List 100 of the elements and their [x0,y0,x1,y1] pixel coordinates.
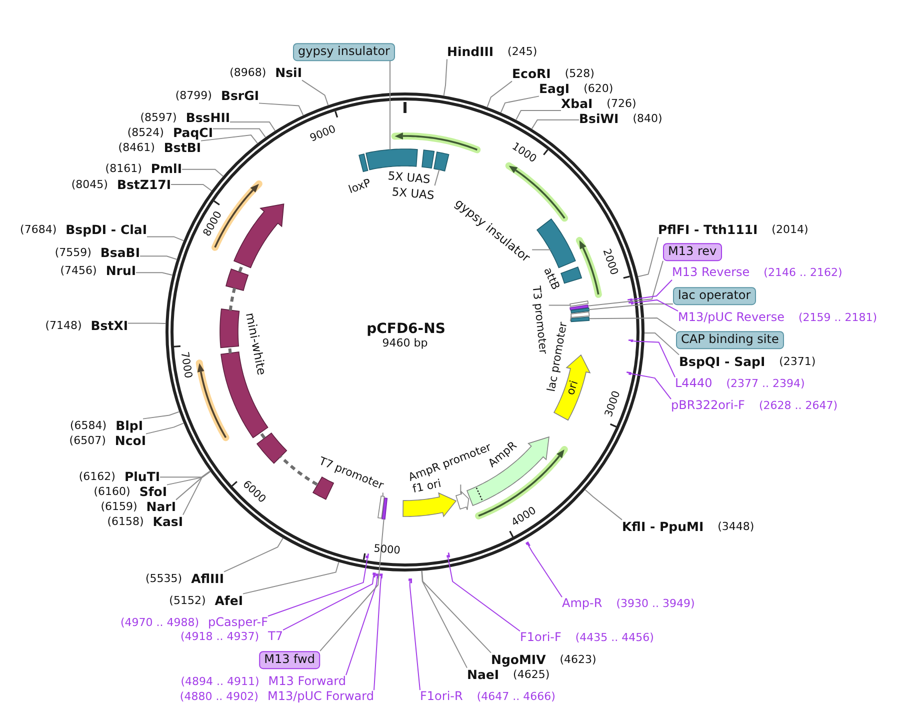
leader-line [142,411,180,420]
plasmid-length: 9460 bp [382,338,428,350]
site-position: (8597) [140,112,177,124]
leader-line [224,538,284,572]
enzyme-name: KflI - PpuMI [622,520,704,534]
leader-line [374,576,382,691]
leader-line [146,422,184,434]
leader-line [527,544,562,598]
leader-line [258,102,304,116]
enzyme-name: BsaBI [100,246,140,260]
enzyme-name: BspQI - SapI [679,354,766,370]
primer-site-mark [379,573,384,579]
enzyme-name: BlpI [116,418,143,434]
enzyme-name: PmlI [150,162,182,176]
site-position: (8045) [71,178,108,192]
leader-line [382,492,384,498]
leader-line [136,272,173,276]
feature-block [570,316,591,322]
enzyme-name: BsiWI [579,112,619,126]
leader-line [182,168,224,177]
feature-block [224,268,250,292]
leader-line [320,518,384,652]
site-position: (7559) [54,246,92,260]
pointed-feature-block [233,203,285,270]
enzyme-name: NaeI [467,668,500,682]
feature-block [536,218,577,270]
leader-line [146,236,184,242]
primer-position: (2146 .. 2162) [764,266,842,280]
feature-block [432,150,450,172]
leader-line [588,260,664,306]
leader-line [128,322,166,324]
site-position: (7684) [20,224,57,236]
site-position: (245) [508,46,538,58]
feature-block [569,304,590,311]
primer-position: (3930 .. 3949) [616,598,695,610]
primer-site-mark [627,298,634,302]
site-position: (2371) [779,356,816,368]
primer-name: L4440 [675,377,712,391]
leader-line [486,80,512,108]
leader-line [140,256,178,260]
feature-block [568,300,589,308]
leader-line [632,299,678,312]
primer-name: Amp-R [562,597,602,611]
site-position: (8799) [175,90,212,102]
primer-name: pCasper-F [208,616,268,630]
leader-line [532,249,551,250]
scale-label: 3000 [603,390,622,419]
enzyme-name: BstBI [164,140,201,156]
primer-position: (4647 .. 4666) [476,690,556,704]
site-position: (528) [564,68,594,80]
primer-site-mark [408,578,412,584]
pointed-feature-block [454,490,470,511]
site-position: (4623) [560,654,596,666]
primer-position: (4970 .. 4988) [120,616,199,630]
leader-line [434,169,440,186]
feature-block [377,495,386,520]
leader-line [632,279,672,300]
leader-line [260,432,266,439]
scale-label: 9000 [308,124,338,144]
enzyme-name: NarI [146,500,176,514]
primer-position: (4894 .. 4911) [180,676,260,688]
enzyme-name: EcoRI [512,66,551,82]
primer-site-mark [628,339,634,343]
primer-position: (2377 .. 2394) [726,378,805,390]
primer-position: (2159 .. 2181) [798,312,878,324]
feature-block [312,476,334,500]
site-position: (8461) [118,142,155,154]
leader-line [268,558,368,617]
feature-block [358,152,369,172]
feature-label: ori [564,379,582,397]
plasmid-name: pCFD6-NS [366,320,446,338]
leader-line [548,304,570,306]
site-position: (7456) [60,264,97,278]
leader-line [638,236,658,278]
site-position: (620) [584,82,614,96]
primer-site-mark [375,572,380,579]
site-position: (726) [606,98,636,110]
feature-block [256,432,288,464]
leader-line [212,128,266,138]
leader-line [570,315,572,322]
enzyme-name: BstXI [90,318,128,334]
site-position: (2014) [772,224,808,236]
primer-name: pBR322ori-F [671,399,745,413]
enzyme-name: NcoI [114,434,146,448]
primer-name: F1ori-F [520,631,562,645]
scale-label: 5000 [373,544,401,557]
leader-line [516,110,562,120]
enzyme-name: PflFI - Tth111I [658,222,758,238]
site-position: (5535) [146,572,182,586]
feature-label: 5X UAS [391,186,435,202]
primer-site-mark [524,540,531,547]
leader-line [500,96,540,114]
scale-label: 2000 [601,247,620,276]
feature-block [219,308,240,350]
primer-site-mark [372,572,376,578]
site-position: (6584) [70,420,107,432]
primer-name: M13/pUC Reverse [678,311,784,325]
primer-name: F1ori-R [420,690,463,704]
site-position: (4625) [513,668,550,682]
feature-block [421,148,436,170]
